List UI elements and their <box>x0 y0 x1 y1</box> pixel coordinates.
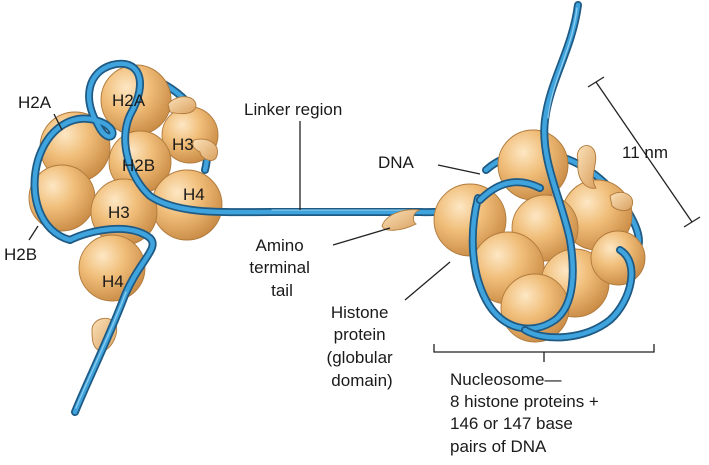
size-bar-cap <box>683 216 701 228</box>
dna-leader <box>437 164 481 175</box>
label-amino-tail: Amino terminal tail <box>249 236 314 300</box>
h2b-leader <box>28 225 39 241</box>
histone-sphere <box>590 230 646 286</box>
label-linker-region: Linker region <box>244 100 342 119</box>
label-h3-top: H3 <box>172 135 194 154</box>
label-dna: DNA <box>378 153 415 172</box>
right-dna-front <box>468 1 636 342</box>
amino-tail-shape <box>381 209 421 231</box>
amino-tail-shape <box>576 145 597 189</box>
label-h2a-inner: H2A <box>112 91 146 110</box>
label-h2a-outer: H2A <box>18 93 52 112</box>
size-bar <box>595 81 693 223</box>
right-nucleosome <box>381 1 646 343</box>
label-h2b-inner: H2B <box>122 156 155 175</box>
tail-leader <box>332 227 391 246</box>
h2a-leader <box>53 113 63 131</box>
size-bar-cap <box>587 76 605 88</box>
label-h4-right: H4 <box>183 185 205 204</box>
label-nucleosome: Nucleosome— 8 histone proteins + 146 or … <box>450 370 604 456</box>
histone-leader <box>404 261 451 301</box>
amino-tail-shape <box>192 138 218 161</box>
label-histone-protein: Histone protein (globular domain) <box>327 303 398 390</box>
labels: H2A H2A H3 H2B H4 H3 H2B H4 Linker regio… <box>4 91 668 456</box>
label-size: 11 nm <box>622 143 668 162</box>
label-h4-bottom: H4 <box>102 272 124 291</box>
amino-tail-shape <box>609 192 634 212</box>
nucleosome-bracket <box>433 344 655 353</box>
right-histone-octamer <box>381 129 646 343</box>
leader-lines <box>28 76 701 362</box>
left-dna-front <box>30 59 482 416</box>
label-h2b-outer: H2B <box>4 245 37 264</box>
amino-tail-shape <box>167 96 197 115</box>
left-nucleosome <box>28 59 482 416</box>
label-h3-center: H3 <box>108 203 130 222</box>
